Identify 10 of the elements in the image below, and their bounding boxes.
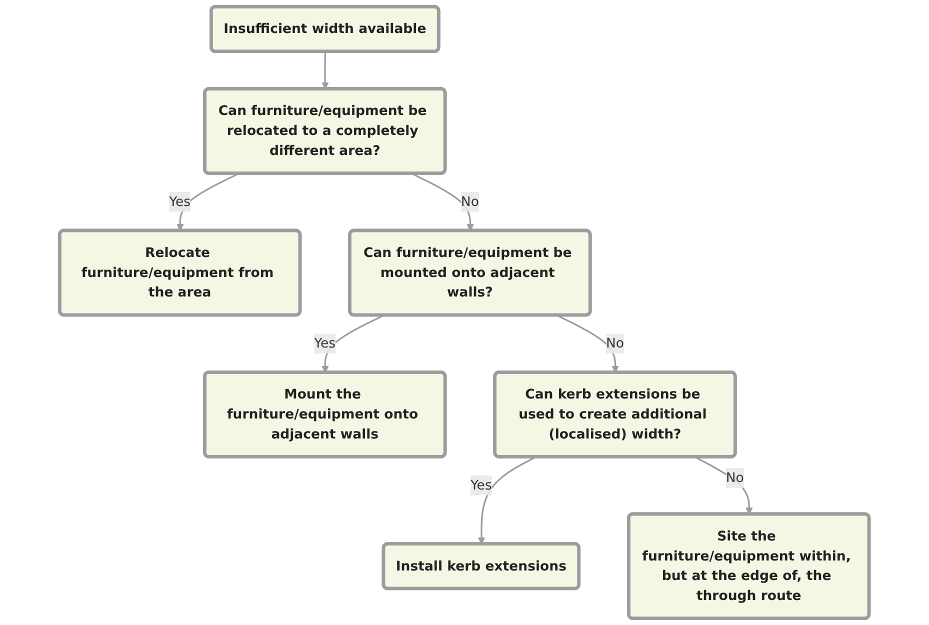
arrow <box>322 314 384 373</box>
edge-label: Yes <box>169 194 191 210</box>
arrow <box>556 314 620 373</box>
edge-label: Yes <box>314 335 336 352</box>
edge-label: No <box>726 470 744 486</box>
arrow <box>478 456 536 544</box>
edge-label: No <box>461 194 480 210</box>
arrow <box>322 52 329 90</box>
edge-label: No <box>606 335 624 352</box>
edge-label: Yes <box>470 477 492 493</box>
